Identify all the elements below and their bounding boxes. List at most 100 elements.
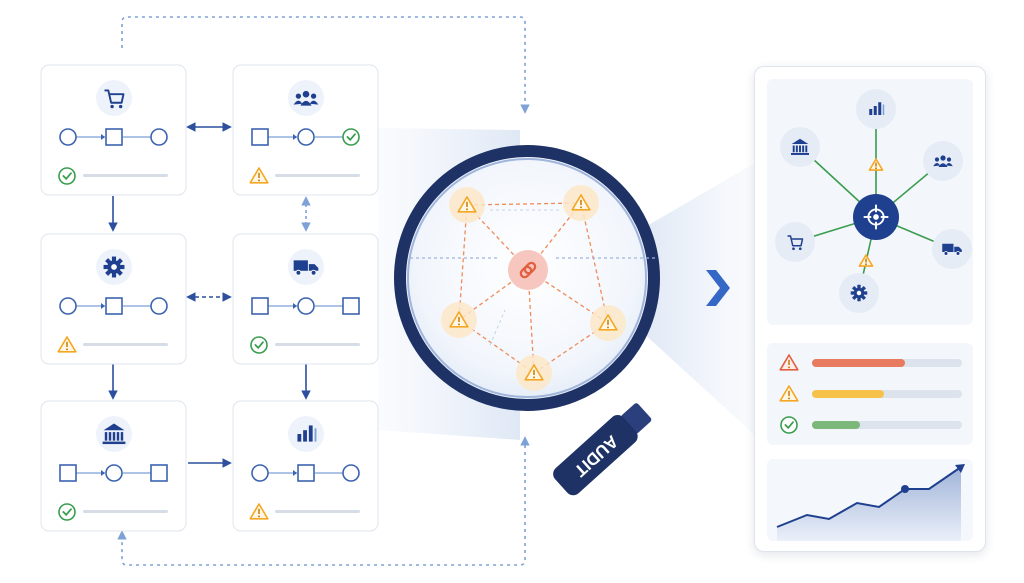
card-delivery[interactable] [232, 233, 379, 365]
warning-icon [449, 311, 469, 328]
warning-icon [571, 194, 591, 211]
flow-node-circle [150, 128, 168, 146]
flow-node-square [297, 464, 315, 482]
flow-node-square [150, 464, 168, 482]
bank-building-icon [102, 423, 126, 445]
trend-point [901, 485, 909, 493]
status-line [275, 343, 360, 346]
light-beam-right [640, 160, 760, 440]
link-icon [519, 261, 537, 279]
card-icon-badge [288, 416, 324, 452]
card-bank[interactable] [40, 400, 187, 532]
status-line [83, 510, 168, 513]
lens-warning-node [516, 355, 552, 391]
process-cards [40, 64, 379, 532]
status-warning-icon [249, 167, 269, 184]
warning-icon [598, 314, 618, 331]
status-check-icon [250, 336, 268, 354]
magnifier: AUDIT [394, 145, 660, 496]
flow-node-square [342, 297, 360, 315]
shopping-cart-icon [104, 89, 125, 109]
trend-line [776, 466, 962, 528]
lens-network [410, 185, 656, 391]
spoke-warning-icon [858, 254, 874, 267]
gear-icon [103, 256, 125, 278]
card-icon-badge [288, 80, 324, 116]
results-panel [754, 66, 986, 552]
lens-warning-node [449, 187, 485, 223]
risk-bar-fill [812, 421, 860, 429]
card-shopping[interactable] [40, 64, 187, 196]
flow-node-circle [59, 128, 77, 146]
lens-warning-node [590, 305, 626, 341]
card-people[interactable] [232, 64, 379, 196]
lens-hub-node [508, 250, 548, 290]
risk-check-icon [780, 416, 798, 434]
flow-node-square [251, 297, 269, 315]
flow-node-square [105, 128, 123, 146]
status-warning-icon [57, 336, 77, 353]
lens-ring-edges [458, 202, 609, 374]
hub-node[interactable] [775, 222, 815, 262]
delivery-truck-icon [293, 260, 319, 276]
magnifier-handle: AUDIT [553, 403, 652, 496]
lens-faint-link-bottom [489, 309, 506, 346]
card-icon-badge [96, 80, 132, 116]
risk-bar-fill [812, 359, 905, 367]
card-analytics[interactable] [232, 400, 379, 532]
risk-bar-fill [812, 390, 884, 398]
risk-levels [779, 354, 962, 434]
hub-map [775, 89, 972, 313]
people-group-icon [293, 90, 319, 106]
card-icon-badge [96, 416, 132, 452]
flow-node-square [105, 297, 123, 315]
hub-node[interactable] [856, 89, 896, 129]
trend-chart-panel [767, 459, 973, 541]
status-line [83, 174, 168, 177]
trend-arrowhead [955, 464, 965, 473]
bar-chart-icon [297, 425, 317, 442]
delivery-truck-icon [942, 243, 962, 256]
flow-node-circle [342, 464, 360, 482]
flow-node-circle [150, 297, 168, 315]
hub-node[interactable] [780, 127, 820, 167]
bank-building-icon [791, 138, 809, 155]
flow-node-square [251, 128, 269, 146]
risk-levels-panel [767, 343, 973, 445]
card-settings[interactable] [40, 233, 187, 365]
status-warning-icon [249, 503, 269, 520]
flow-node-circle [251, 464, 269, 482]
hub-node[interactable] [839, 273, 879, 313]
status-check-icon [58, 167, 76, 185]
card-icon-badge [96, 249, 132, 285]
hub-center-node[interactable] [853, 194, 899, 240]
hub-map-panel [767, 79, 973, 325]
risk-critical-icon [779, 354, 799, 371]
flow-node-square [59, 464, 77, 482]
status-line [83, 343, 168, 346]
risk-row-warning [779, 385, 962, 402]
bar-chart-icon [869, 102, 885, 115]
trend-chart [776, 464, 965, 541]
target-icon [863, 204, 889, 230]
chevron-right-icon [706, 270, 730, 306]
warning-icon [457, 196, 477, 213]
trend-area [777, 467, 961, 541]
people-group-icon [933, 155, 953, 167]
hub-node[interactable] [932, 229, 972, 269]
card-icon-badge [288, 249, 324, 285]
spoke-warning-icon [868, 158, 884, 171]
flow-node-circle [297, 297, 315, 315]
lens-warning-node [563, 185, 599, 221]
flow-node-circle [105, 464, 123, 482]
gear-icon [850, 284, 868, 302]
risk-row-critical [779, 354, 962, 371]
hub-node[interactable] [923, 141, 963, 181]
shopping-cart-icon [787, 235, 804, 251]
warning-icon [524, 364, 544, 381]
flow-node-circle [297, 128, 315, 146]
status-line [275, 510, 360, 513]
lens-warning-node [441, 302, 477, 338]
risk-warning-icon [779, 385, 799, 402]
